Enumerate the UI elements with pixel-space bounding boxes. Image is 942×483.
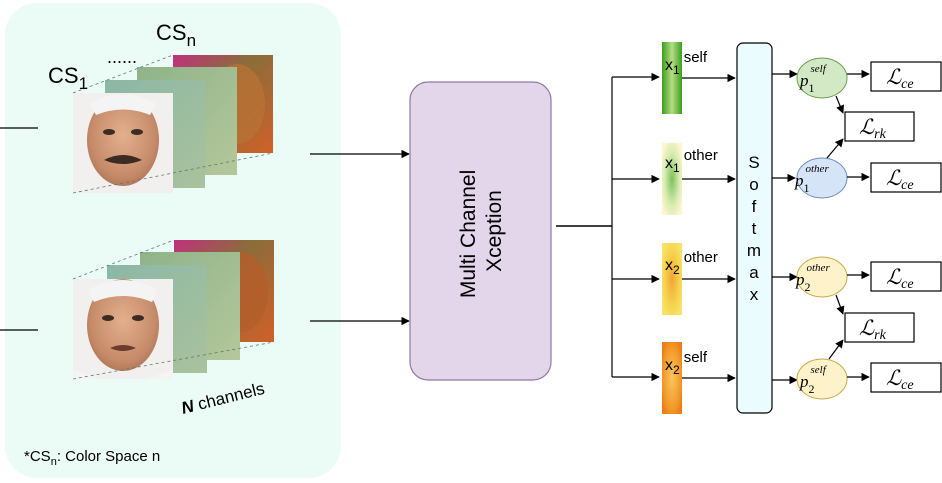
- feature-bar-3: [662, 243, 682, 315]
- softmax-letter: f: [752, 197, 757, 216]
- prob-label-2: p1other: [794, 163, 829, 195]
- loss-ce-box-2: [870, 162, 942, 193]
- softmax-letter: a: [749, 263, 759, 282]
- arrow-prob3-rk: [835, 294, 845, 315]
- backbone-label: Multi Channel Xception: [457, 164, 506, 298]
- arrow-prob1-rk: [835, 95, 845, 114]
- feature-bar-4: [662, 342, 682, 414]
- label-csn: CSn: [156, 20, 196, 50]
- loss-rk-label-2: ℒrk: [859, 316, 887, 343]
- softmax-letter: t: [752, 219, 757, 238]
- softmax-box: [736, 42, 773, 414]
- loss-ce-box-1: [870, 61, 942, 92]
- prob-node-1: [796, 57, 848, 99]
- prob-label-4: p2self: [799, 364, 828, 396]
- feature-label-1: x1self: [665, 49, 708, 77]
- feature-label-3: x2other: [665, 249, 718, 277]
- feature-label-2: x1other: [665, 147, 718, 175]
- softmax-letter: S: [748, 153, 759, 172]
- prob-node-4: [796, 358, 848, 400]
- loss-ce-box-4: [870, 362, 942, 393]
- arrow-prob4-rk: [828, 339, 844, 360]
- softmax-letter: x: [750, 285, 759, 304]
- feature-bar-1: [662, 42, 682, 114]
- label-dots: ......: [107, 47, 137, 67]
- face-stack-top: [72, 54, 274, 194]
- loss-rk-label-1: ℒrk: [859, 115, 887, 142]
- softmax-letters: S o f t m a x: [747, 153, 761, 304]
- softmax-letter: m: [747, 241, 761, 260]
- loss-rk-box-2: [844, 312, 915, 343]
- arrow-prob2-rk: [826, 138, 844, 159]
- prob-label-3: p2other: [795, 262, 830, 294]
- loss-rk-box-1: [844, 111, 915, 142]
- loss-ce-label-1: ℒce: [886, 65, 914, 92]
- loss-ce-label-3: ℒce: [886, 265, 914, 292]
- loss-ce-label-2: ℒce: [886, 166, 914, 193]
- prob-node-3: [796, 256, 848, 298]
- feature-label-4: x2self: [665, 349, 708, 377]
- softmax-letter: o: [749, 175, 758, 194]
- loss-ce-label-4: ℒce: [886, 366, 914, 393]
- label-cs1: CS1: [48, 63, 88, 93]
- face-stack-bottom: [72, 239, 275, 380]
- feature-bar-2: [662, 143, 682, 215]
- footnote: *CSn: Color Space n: [24, 448, 160, 468]
- prob-label-1: p1self: [799, 63, 828, 95]
- backbone-box: [409, 81, 552, 381]
- prob-node-2: [796, 157, 848, 199]
- loss-ce-box-3: [870, 261, 942, 292]
